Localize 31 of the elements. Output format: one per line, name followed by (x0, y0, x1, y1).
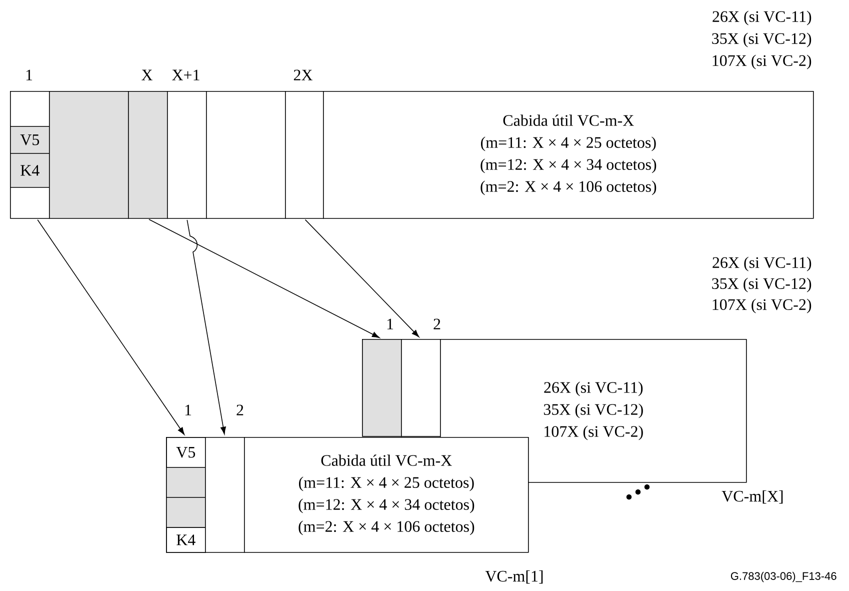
byte-column (167, 91, 207, 219)
arrow (37, 219, 185, 435)
byte-column (401, 339, 441, 437)
figure-id: G.783(03-06)_F13-46 (730, 572, 836, 582)
column-number: 2 (236, 404, 244, 416)
column-number: 2 (434, 318, 440, 330)
column-number: 2X (294, 70, 312, 80)
arrow (186, 220, 226, 434)
byte-column (205, 437, 245, 553)
byte-column (128, 91, 168, 219)
frame-label: VC-m[X] (722, 490, 783, 504)
overhead-byte-cell: V5 (10, 126, 50, 154)
column-count-label: 26X (si VC-11) (712, 10, 812, 26)
column-count-label: 35X (si VC-12) (712, 278, 812, 292)
overhead-byte-cell: K4 (10, 153, 50, 188)
column-number: 1 (26, 70, 32, 80)
byte-cell (166, 467, 206, 498)
arrow (148, 218, 380, 338)
column-count-label: 107X (si VC-2) (712, 54, 812, 70)
column-count-label: 35X (si VC-12) (712, 32, 812, 48)
column-number: 1 (387, 318, 394, 330)
column-number: 1 (185, 404, 192, 416)
byte-cell (166, 497, 206, 528)
arrow (304, 219, 420, 338)
column-number: X (142, 70, 152, 80)
column-count-label: 107X (si VC-2) (712, 298, 812, 314)
byte-column (362, 339, 402, 437)
byte-column (285, 91, 324, 219)
column-count-label: 26X (si VC-11) (712, 256, 812, 272)
column-number: X+1 (172, 70, 200, 80)
frame-label: VC-m[1] (485, 570, 543, 584)
